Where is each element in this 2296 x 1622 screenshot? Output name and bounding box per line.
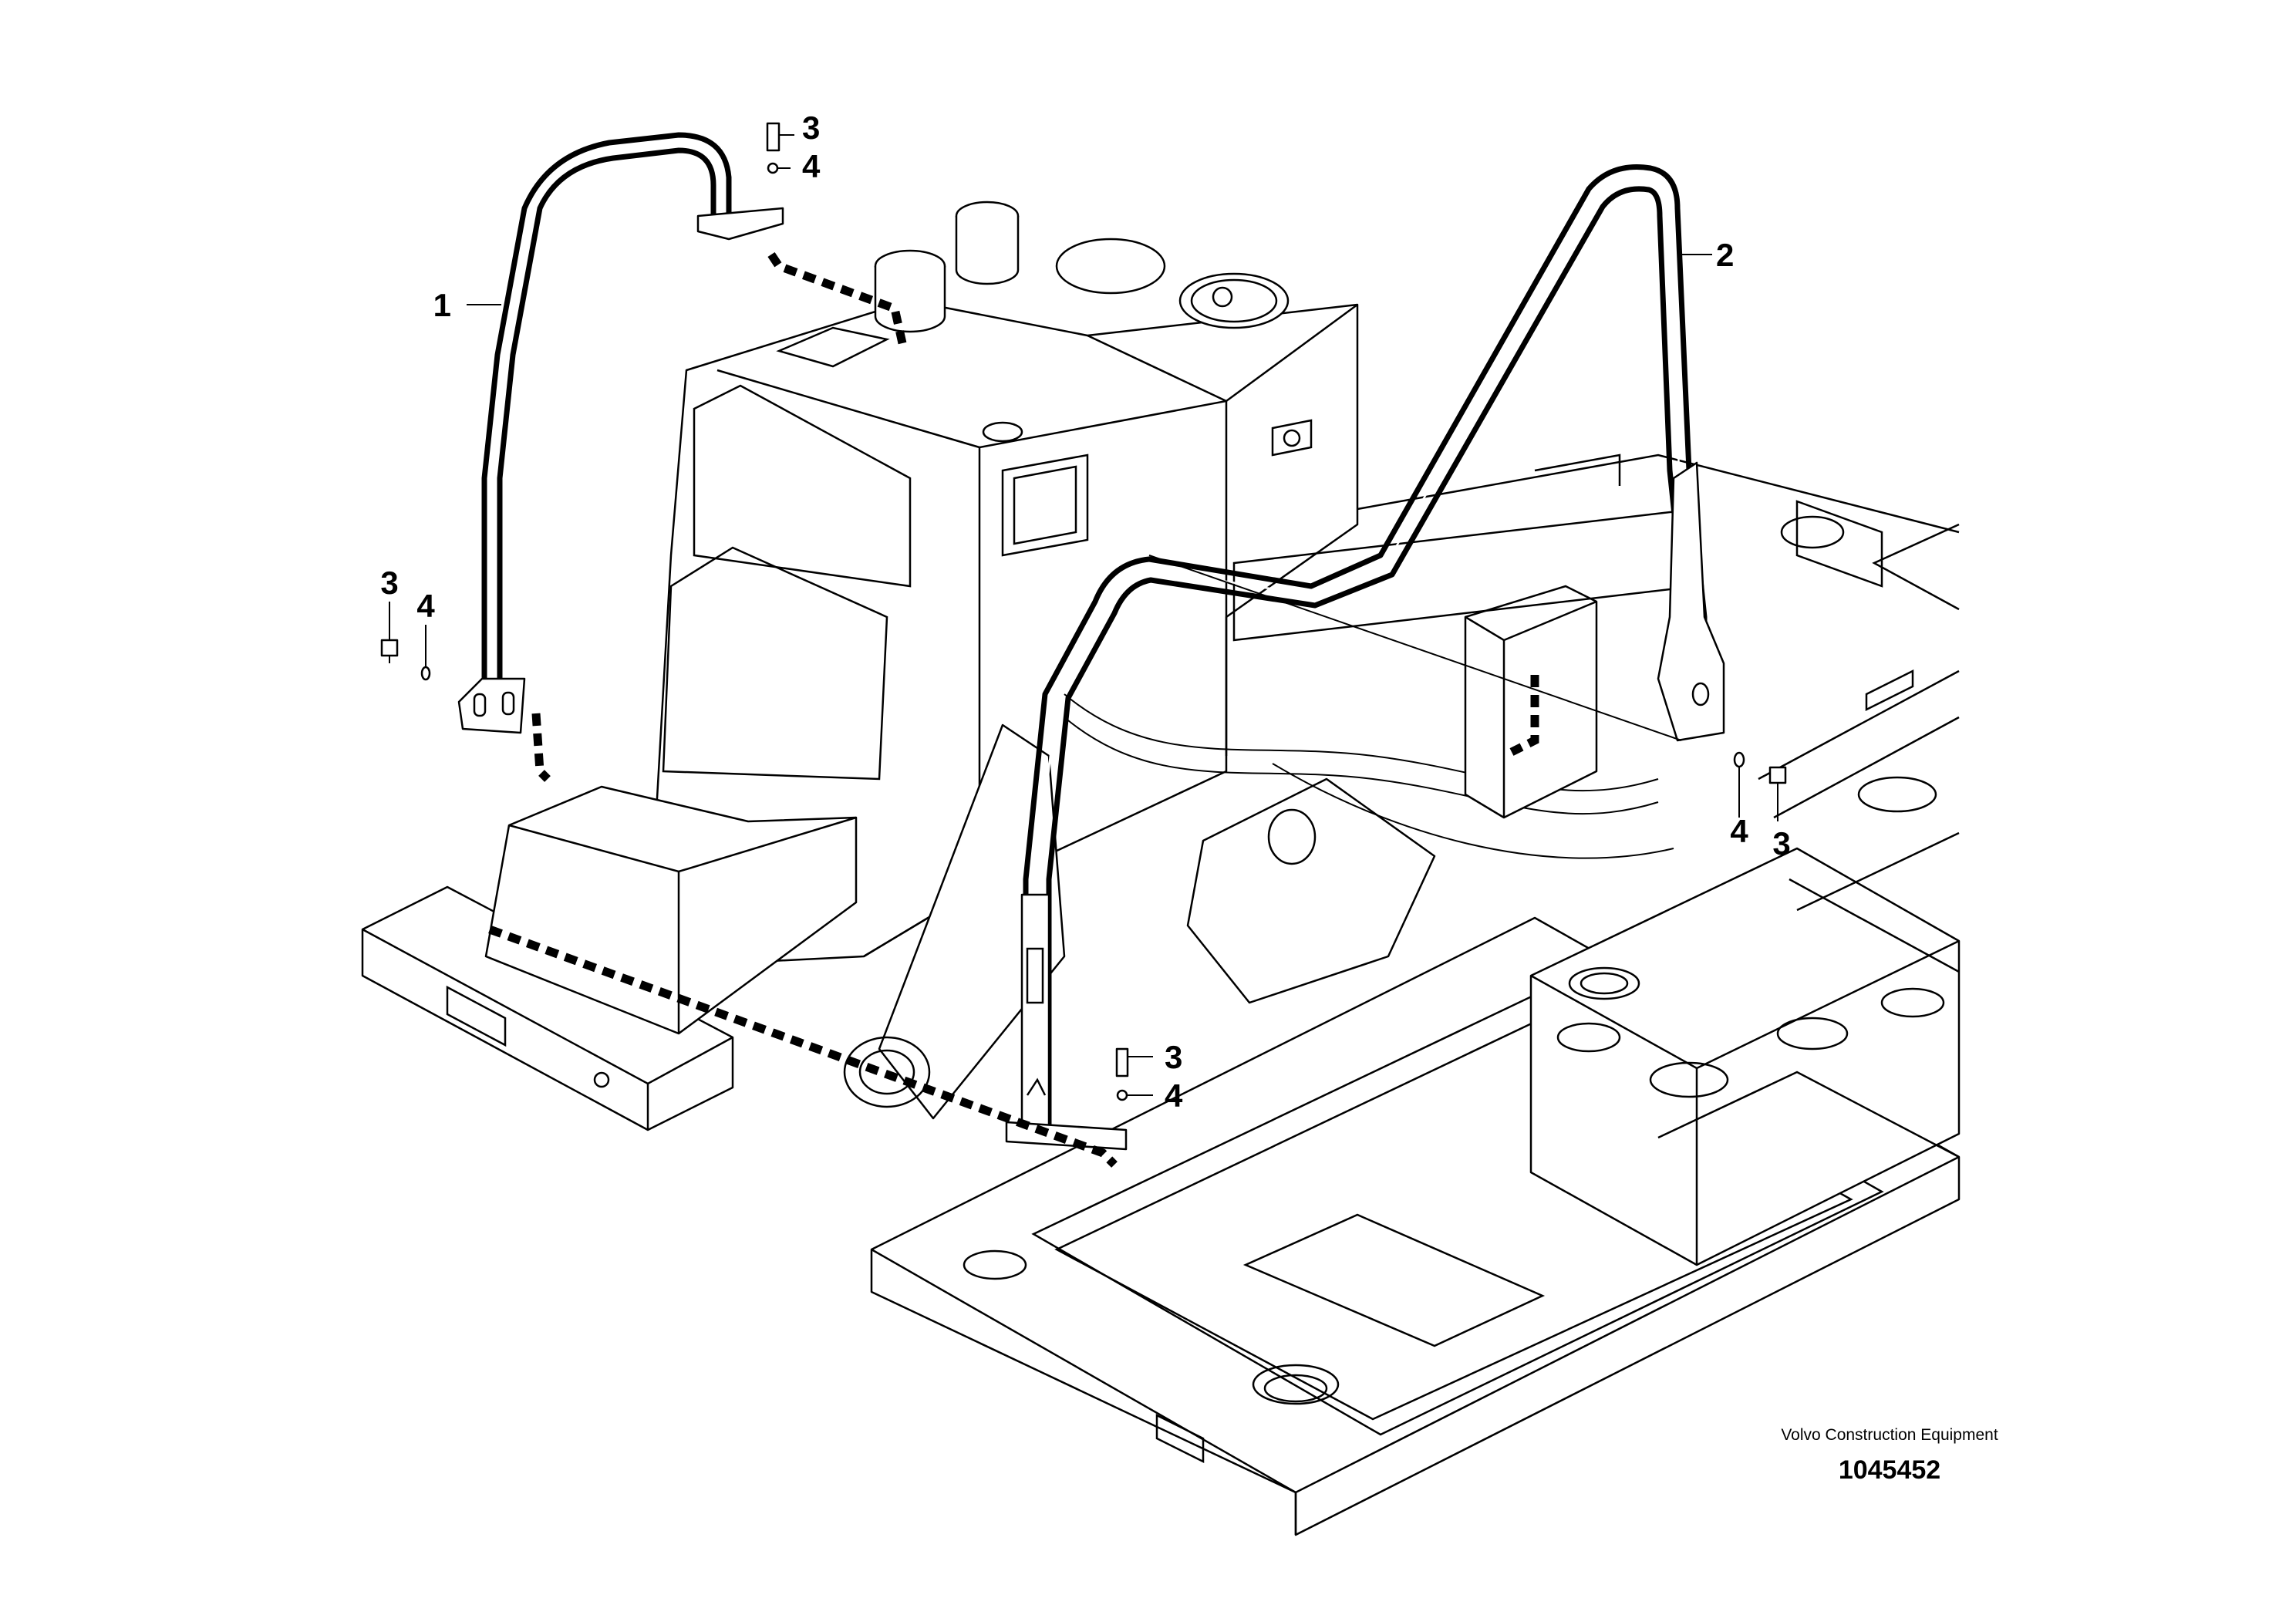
dash-right-center bbox=[1509, 675, 1539, 756]
rail-1-top-bracket bbox=[696, 207, 784, 241]
callout-washer-left: 4 bbox=[416, 588, 435, 624]
callout-washer-top: 4 bbox=[802, 148, 821, 184]
seat-box bbox=[484, 785, 858, 1035]
callout-item-2: 2 bbox=[1716, 237, 1734, 273]
dash-bottom bbox=[488, 925, 1118, 1168]
hardware bbox=[380, 122, 1787, 1101]
counterweight bbox=[361, 885, 734, 1131]
handrail-part-2 bbox=[1005, 164, 1725, 1151]
washer-top bbox=[767, 162, 779, 174]
bolt-left bbox=[380, 639, 399, 657]
rear-frame bbox=[1529, 847, 1961, 1266]
washer-left bbox=[420, 666, 431, 681]
drawing-number: 1045452 bbox=[1838, 1455, 1941, 1485]
machine-frame bbox=[361, 201, 1961, 1536]
bolt-bottom bbox=[1115, 1047, 1129, 1077]
bolt-top bbox=[766, 122, 781, 152]
assembly-lines bbox=[488, 251, 1539, 1168]
callout-labels: 1 2 3 4 3 4 4 3 3 4 bbox=[380, 110, 1790, 1114]
callout-bolt-left: 3 bbox=[380, 565, 398, 601]
company-name: Volvo Construction Equipment bbox=[1781, 1426, 1998, 1444]
dash-top-left bbox=[767, 251, 907, 345]
handrail-part-1 bbox=[457, 132, 784, 734]
drawing-credit: Volvo Construction Equipment 1045452 bbox=[1774, 1425, 2005, 1485]
callout-washer-bottom: 4 bbox=[1165, 1077, 1183, 1114]
washer-bottom bbox=[1116, 1089, 1128, 1101]
callout-washer-right: 4 bbox=[1730, 813, 1748, 849]
callout-item-1: 1 bbox=[433, 287, 451, 323]
dash-left-foot bbox=[531, 713, 551, 782]
callout-bolt-right: 3 bbox=[1772, 825, 1790, 862]
boom-foot bbox=[878, 723, 1066, 1120]
washer-right bbox=[1733, 751, 1745, 768]
callout-bolt-top: 3 bbox=[802, 110, 820, 146]
callout-bolt-bottom: 3 bbox=[1165, 1039, 1182, 1075]
bolt-right bbox=[1768, 766, 1787, 784]
